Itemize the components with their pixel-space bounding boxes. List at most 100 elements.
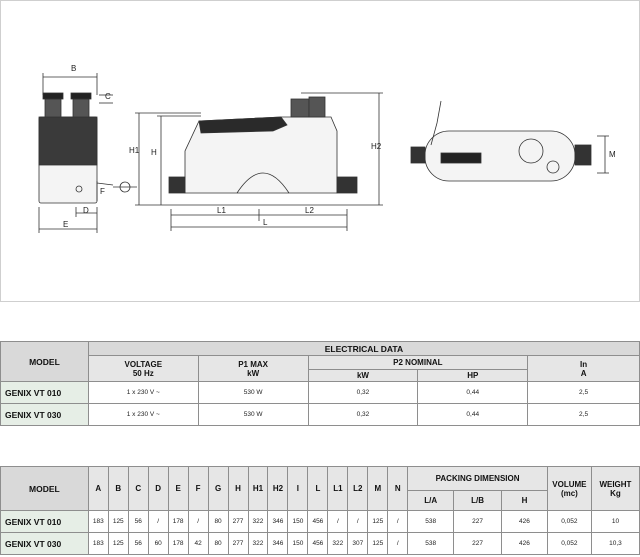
model-cell: GENIX VT 030 — [0, 403, 89, 426]
side-view — [38, 73, 137, 233]
col-header-l: L — [307, 466, 329, 511]
voltage-label: VOLTAGE — [124, 359, 163, 369]
value-cell: 322 — [247, 532, 269, 555]
dim-label-h2: H2 — [371, 142, 382, 151]
p2-hp-cell: 0,44 — [417, 381, 529, 404]
col-header-h: H — [227, 466, 249, 511]
in-cell: 2,5 — [527, 403, 640, 426]
weight-cell: 10,3 — [590, 532, 640, 555]
dim-label-m: M — [609, 150, 616, 159]
col-header-c: C — [127, 466, 149, 511]
value-cell: 183 — [87, 532, 109, 555]
voltage-header: VOLTAGE 50 Hz — [87, 355, 199, 382]
voltage-cell: 1 x 230 V ~ — [87, 403, 199, 426]
weight-cell: 10 — [590, 510, 640, 533]
p2-header: P2 NOMINAL — [307, 355, 529, 370]
p2-kw-header: kW — [307, 369, 419, 382]
p1-cell: 530 W — [197, 381, 309, 404]
value-cell: / — [327, 510, 349, 533]
dim-label-b: B — [71, 64, 76, 73]
col-header-g: G — [207, 466, 229, 511]
in-label: In — [580, 359, 588, 369]
model-cell: GENIX VT 010 — [0, 510, 89, 533]
value-cell: / — [387, 510, 409, 533]
model-cell: GENIX VT 030 — [0, 532, 89, 555]
p1-header: P1 MAX kW — [197, 355, 309, 382]
dim-label-h1: H1 — [129, 146, 140, 155]
packing-cell: 426 — [501, 510, 548, 533]
dim-label-e: E — [63, 220, 68, 229]
value-cell: 307 — [347, 532, 369, 555]
col-header-i: I — [287, 466, 309, 511]
dim-model-header: MODEL — [0, 466, 89, 511]
value-cell: 178 — [167, 532, 189, 555]
col-header-f: F — [187, 466, 209, 511]
packing-cell: 227 — [453, 510, 503, 533]
packing-dimension-header: PACKING DIMENSION — [407, 466, 548, 491]
value-cell: 456 — [307, 510, 329, 533]
weight-label: WEIGHT — [599, 479, 632, 489]
value-cell: 125 — [107, 510, 129, 533]
value-cell: 56 — [127, 532, 149, 555]
drawing-svg: B C F D E H1 H H2 L1 L2 L M — [38, 64, 616, 233]
top-view — [410, 100, 609, 182]
packing-cell: 538 — [407, 510, 455, 533]
col-header-d: D — [147, 466, 169, 511]
value-cell: 80 — [207, 510, 229, 533]
p1-unit: kW — [247, 368, 260, 378]
value-cell: 277 — [227, 532, 249, 555]
value-cell: 346 — [267, 510, 289, 533]
value-cell: 346 — [267, 532, 289, 555]
value-cell: 322 — [327, 532, 349, 555]
front-view — [135, 92, 383, 231]
dim-label-l1: L1 — [217, 206, 226, 215]
volume-cell: 0,052 — [546, 510, 592, 533]
in-unit: A — [580, 368, 587, 378]
packing-lb-header: L/B — [453, 490, 503, 511]
value-cell: / — [147, 510, 169, 533]
col-header-h1: H1 — [247, 466, 269, 511]
electrical-data-table: MODEL ELECTRICAL DATA VOLTAGE 50 Hz P1 M… — [0, 341, 640, 426]
value-cell: / — [347, 510, 369, 533]
value-cell: 150 — [287, 532, 309, 555]
value-cell: 150 — [287, 510, 309, 533]
dim-label-h: H — [151, 148, 157, 157]
volume-label: VOLUME — [552, 479, 587, 489]
weight-unit: Kg — [610, 488, 621, 498]
model-cell: GENIX VT 010 — [0, 381, 89, 404]
value-cell: 178 — [167, 510, 189, 533]
in-header: In A — [527, 355, 640, 382]
packing-cell: 426 — [501, 532, 548, 555]
volume-header: VOLUME (mc) — [546, 466, 592, 511]
value-cell: 125 — [367, 532, 389, 555]
p2-hp-header: HP — [417, 369, 529, 382]
value-cell: 125 — [107, 532, 129, 555]
dimensions-table: MODEL A B C D E F G H H1 H2 I L L1 L2 M … — [0, 466, 640, 555]
col-header-h2: H2 — [267, 466, 289, 511]
value-cell: 80 — [207, 532, 229, 555]
col-header-e: E — [167, 466, 189, 511]
value-cell: 125 — [367, 510, 389, 533]
packing-h-header: H — [501, 490, 548, 511]
value-cell: 60 — [147, 532, 169, 555]
p2-kw-cell: 0,32 — [307, 403, 419, 426]
col-header-b: B — [107, 466, 129, 511]
col-header-l1: L1 — [327, 466, 349, 511]
col-header-l2: L2 — [347, 466, 369, 511]
value-cell: 456 — [307, 532, 329, 555]
col-header-a: A — [87, 466, 109, 511]
p2-kw-cell: 0,32 — [307, 381, 419, 404]
value-cell: / — [187, 510, 209, 533]
packing-cell: 538 — [407, 532, 455, 555]
weight-header: WEIGHT Kg — [590, 466, 640, 511]
col-header-m: M — [367, 466, 389, 511]
table-row: GENIX VT 010 1 x 230 V ~ 530 W 0,32 0,44… — [0, 381, 640, 404]
table-row: GENIX VT 030 1 x 230 V ~ 530 W 0,32 0,44… — [0, 403, 640, 426]
table-row: GENIX VT 010 183 125 56 / 178 / 80 277 3… — [0, 510, 640, 533]
dim-label-l2: L2 — [305, 206, 314, 215]
value-cell: 322 — [247, 510, 269, 533]
dim-label-d: D — [83, 206, 89, 215]
voltage-unit: 50 Hz — [132, 368, 154, 378]
p1-label: P1 MAX — [238, 359, 269, 369]
model-header: MODEL — [0, 341, 89, 382]
